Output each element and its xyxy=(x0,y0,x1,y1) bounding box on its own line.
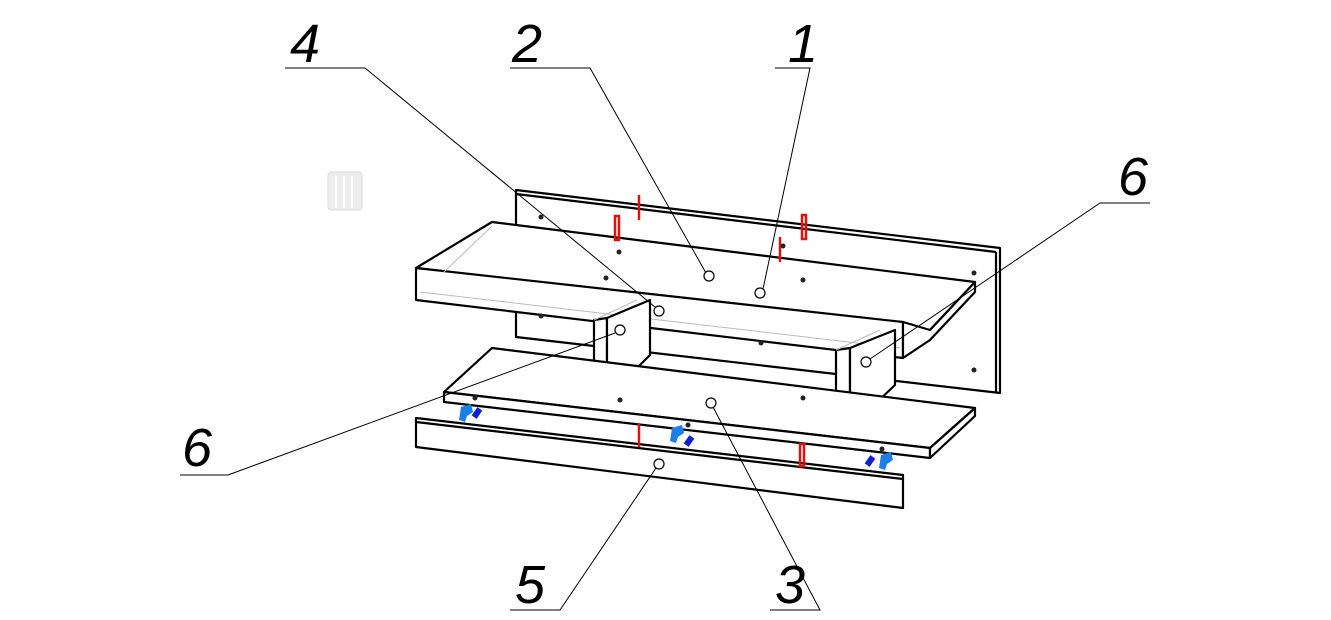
cam-connectors xyxy=(459,404,893,470)
part-label-4: 4 xyxy=(290,14,320,74)
part-label-2: 2 xyxy=(511,14,542,74)
balloon-markers xyxy=(614,270,872,470)
part-label-1: 1 xyxy=(788,14,818,74)
part-label-6-left: 6 xyxy=(182,418,213,478)
part-label-6-right: 6 xyxy=(1118,147,1149,207)
part-label-3: 3 xyxy=(775,555,805,615)
pin-fasteners xyxy=(613,195,808,468)
screw-holes xyxy=(472,214,977,452)
part-label-5: 5 xyxy=(515,555,546,615)
parts-icon xyxy=(327,171,363,211)
leader-lines xyxy=(180,67,1150,611)
